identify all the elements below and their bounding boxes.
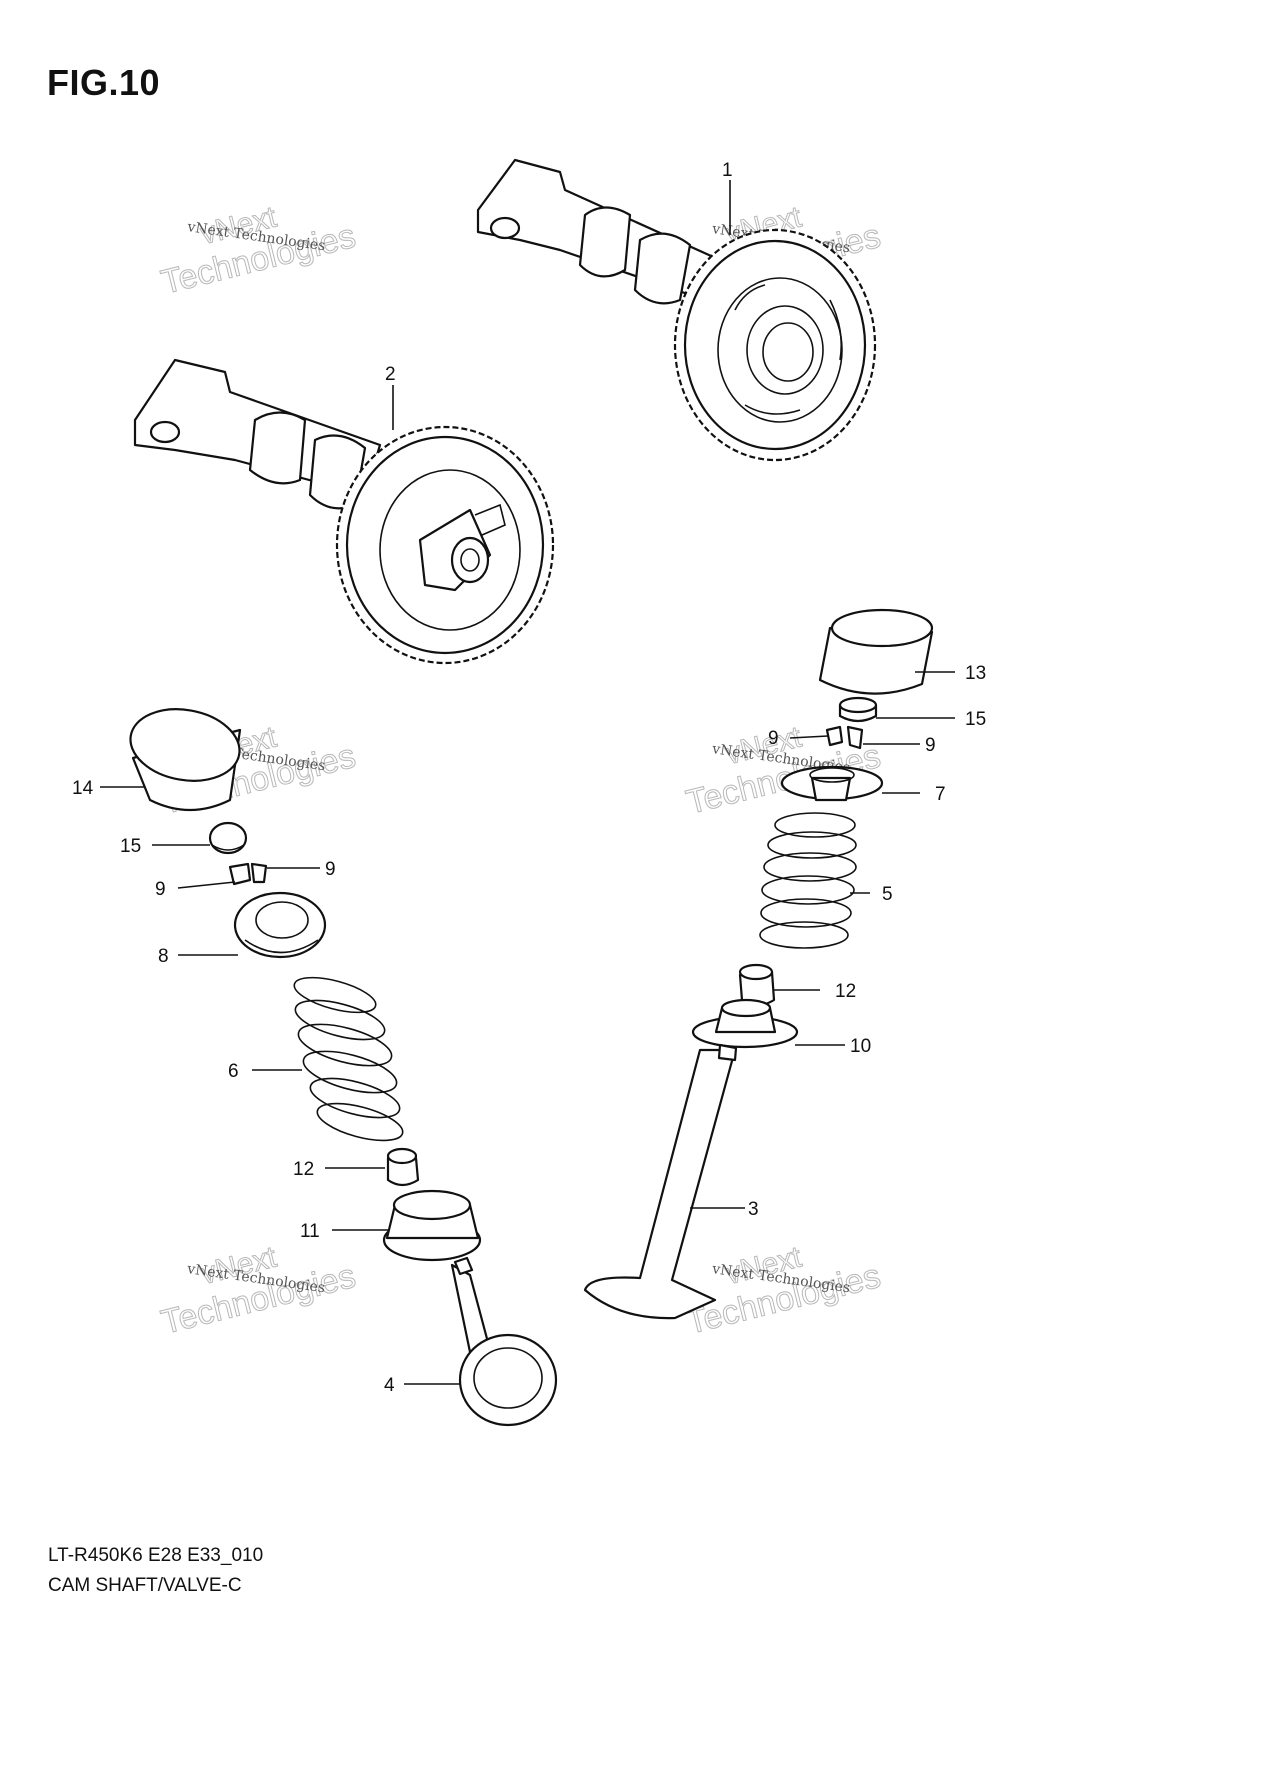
exhaust-valve-part-3 [583, 1043, 738, 1320]
callout-12-left: 12 [293, 1159, 314, 1180]
callout-12-right: 12 [835, 981, 856, 1002]
callout-14: 14 [72, 778, 94, 799]
callout-9-right-outer: 9 [768, 728, 779, 749]
watermark-top-left: vNext Technologies vNext Technologies [157, 200, 360, 302]
callout-9-right-inner: 9 [925, 735, 936, 756]
spring-seat-part-10 [691, 998, 799, 1049]
callout-1: 1 [722, 160, 733, 181]
watermark-bottom-right: vNext Technologies vNext Technologies [682, 1240, 885, 1342]
callout-8: 8 [158, 946, 169, 967]
callout-15-right: 15 [965, 709, 986, 730]
valve-stem-seal-part-12-left [386, 1147, 420, 1187]
callout-9-left-inner: 9 [155, 879, 166, 900]
valve-spring-part-5 [759, 812, 857, 949]
valve-stem-seal-part-12-right [738, 963, 776, 1007]
spring-retainer-part-8 [233, 891, 327, 959]
callout-13: 13 [965, 663, 986, 684]
valve-cotter-part-9-right [825, 725, 864, 750]
camshaft-intake-part-1 [476, 158, 877, 462]
callout-4: 4 [384, 1375, 395, 1396]
callout-15-left: 15 [120, 836, 141, 857]
leader-lines [100, 180, 955, 1385]
callout-5: 5 [882, 884, 893, 905]
valve-cotter-part-9-left [228, 862, 268, 886]
shim-part-15-right [838, 696, 878, 723]
tappet-part-14 [129, 708, 242, 812]
valve-spring-part-6 [293, 976, 404, 1142]
spring-retainer-part-7 [780, 765, 884, 802]
shim-part-15-left [208, 821, 248, 855]
intake-valve-part-4 [450, 1256, 558, 1427]
figure-title: FIG.10 [47, 62, 161, 103]
tappet-part-13 [818, 608, 934, 695]
callout-3: 3 [748, 1199, 759, 1220]
watermark-bottom-left: vNext Technologies vNext Technologies [157, 1240, 360, 1342]
callout-9-left-outer: 9 [325, 859, 336, 880]
model-code: LT-R450K6 E28 E33_010 [48, 1545, 264, 1566]
callout-10: 10 [850, 1036, 871, 1057]
callout-numbers: 1 2 3 4 5 6 7 8 9 9 9 9 10 11 12 12 13 1… [72, 160, 986, 1396]
figure-caption: CAM SHAFT/VALVE-C [48, 1575, 242, 1596]
callout-2: 2 [385, 364, 396, 385]
callout-7: 7 [935, 784, 946, 805]
callout-11: 11 [300, 1221, 320, 1242]
callout-6: 6 [228, 1061, 239, 1082]
spring-seat-part-11 [382, 1189, 482, 1262]
camshaft-exhaust-part-2 [133, 358, 555, 665]
